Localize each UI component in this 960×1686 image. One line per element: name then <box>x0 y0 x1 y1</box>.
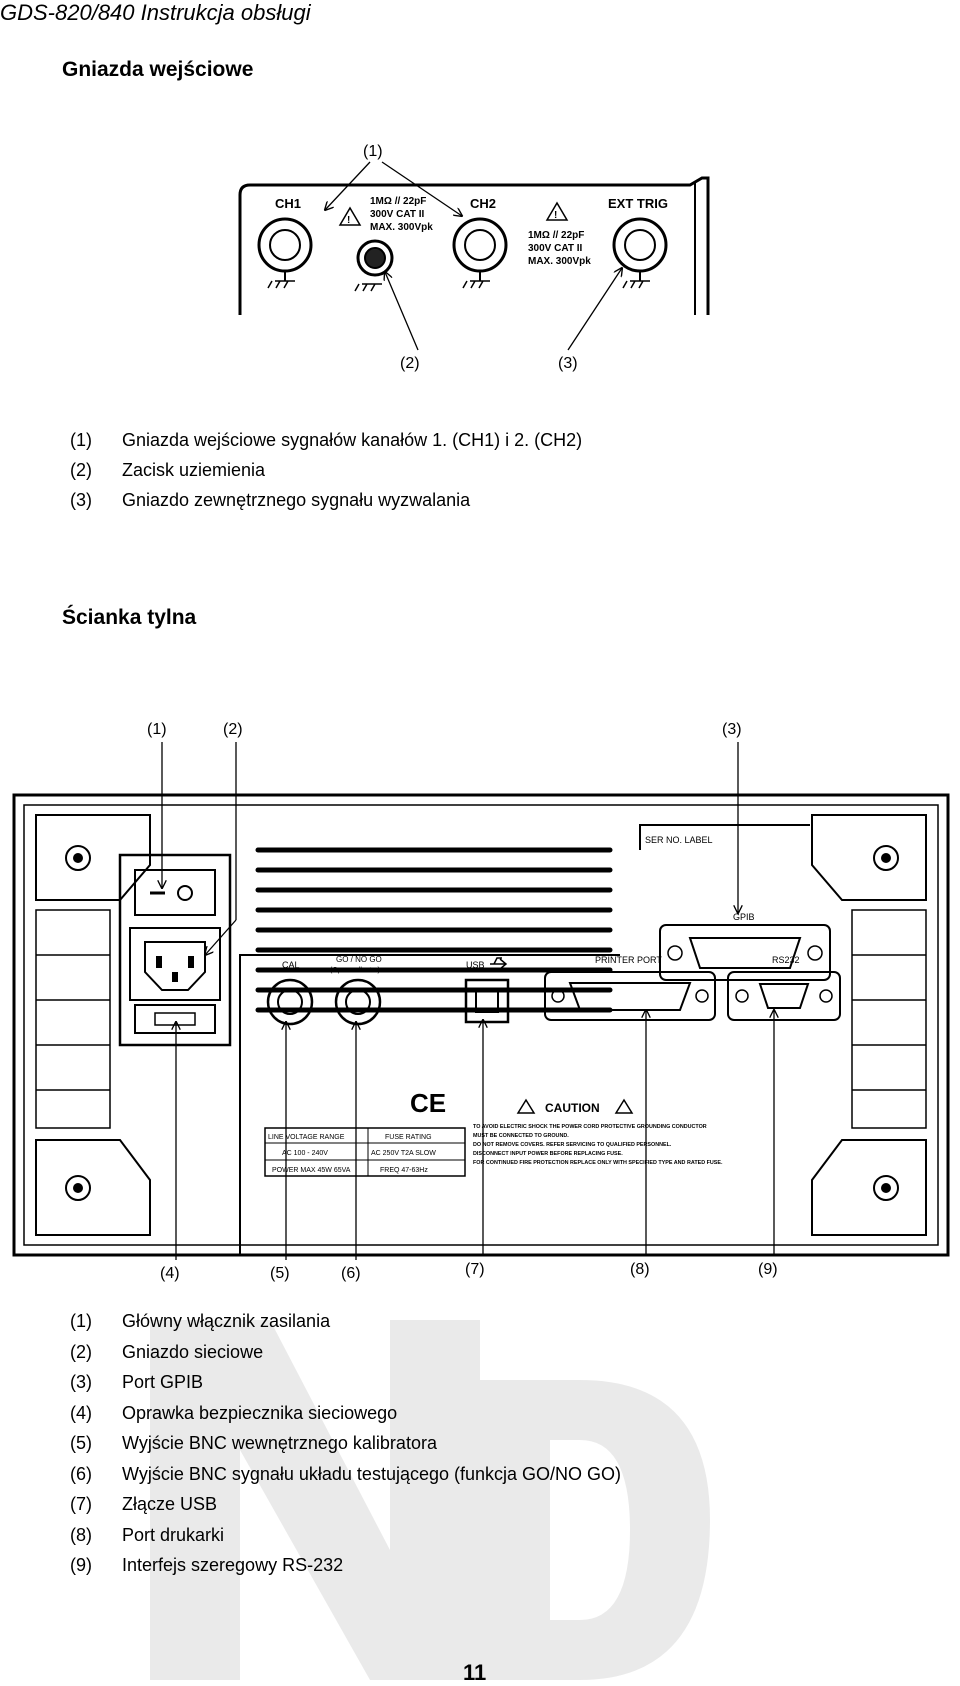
list-item: (2)Zacisk uziemienia <box>70 460 266 480</box>
page-number: 11 <box>463 1660 487 1685</box>
spec1-line1: 1MΩ // 22pF <box>370 196 426 207</box>
list-item: (8)Port drukarki <box>70 1524 225 1545</box>
foot-bottom-right-icon <box>811 1139 927 1236</box>
caution-label: CAUTION <box>545 1101 600 1115</box>
power-switch-icon <box>118 853 232 1047</box>
callout-top-1: (1) <box>147 721 167 738</box>
svg-text:LINE VOLTAGE RANGE: LINE VOLTAGE RANGE <box>268 1134 345 1141</box>
spec1-line3: MAX. 300Vpk <box>370 222 433 233</box>
callout-bottom-5: (5) <box>270 1265 290 1282</box>
label-ch1: CH1 <box>275 196 301 211</box>
callout-top-2: (2) <box>223 721 243 738</box>
warning-icon: ! <box>545 201 569 221</box>
svg-text:POWER MAX 45W 65VA: POWER MAX 45W 65VA <box>272 1167 351 1174</box>
spec1-line2: 300V CAT II <box>370 209 424 220</box>
page-header: GDS-820/840 Instrukcja obsługi <box>0 0 311 25</box>
rating-table: LINE VOLTAGE RANGE FUSE RATING AC 100 - … <box>264 1127 466 1177</box>
input-panel-figure: CH1 CH2 EXT TRIG 1MΩ // 22pF 300V CAT II… <box>238 143 710 372</box>
list-item: (1)Gniazda wejściowe sygnałów kanałów 1.… <box>70 430 583 450</box>
bnc-cal-icon <box>266 978 314 1026</box>
list-item: (6)Wyjście BNC sygnału układu testująceg… <box>70 1463 622 1484</box>
bnc-gonogo-icon <box>334 978 382 1026</box>
list-item: (9)Interfejs szeregowy RS-232 <box>70 1555 344 1575</box>
foot-top-left-icon <box>35 814 151 901</box>
cal-label: CAL <box>282 960 300 970</box>
list-item: (4)Oprawka bezpiecznika sieciowego <box>70 1402 398 1423</box>
callout-bottom-7: (7) <box>465 1261 485 1278</box>
svg-text:AC 100 - 240V: AC 100 - 240V <box>282 1150 328 1157</box>
list-item: (3)Port GPIB <box>70 1372 204 1392</box>
spec2-line2: 300V CAT II <box>528 243 582 254</box>
bnc-ch1-icon <box>257 217 313 289</box>
label-ext-trig: EXT TRIG <box>608 196 668 211</box>
svg-text:FUSE RATING: FUSE RATING <box>385 1134 432 1141</box>
svg-text:MUST BE CONNECTED TO GROUND.: MUST BE CONNECTED TO GROUND. <box>473 1133 569 1139</box>
svg-text:FOR CONTINUED FIRE PROTECTION: FOR CONTINUED FIRE PROTECTION REPLACE ON… <box>473 1160 723 1166</box>
callout-top-3: (3) <box>722 721 742 738</box>
rs232-port-icon <box>727 971 841 1021</box>
ser-no-label: SER NO. LABEL <box>645 835 713 845</box>
foot-bottom-left-icon <box>35 1139 151 1236</box>
fuse-holder-icon <box>134 1004 216 1034</box>
svg-text:!: ! <box>347 215 350 226</box>
section-heading-inputs: Gniazda wejściowe <box>62 58 254 81</box>
rear-panel-legend: (1)Główny włącznik zasilania (2)Gniazdo … <box>70 1311 621 1586</box>
callout-3: (3) <box>558 355 578 372</box>
usb-label: USB <box>466 960 485 970</box>
gonogo-label: GO / NO GO <box>336 955 382 964</box>
list-item: (1)Główny włącznik zasilania <box>70 1311 331 1331</box>
foot-top-right-icon <box>811 814 927 901</box>
warning-text: TO AVOID ELECTRIC SHOCK THE POWER CORD P… <box>473 1124 723 1166</box>
label-ch2: CH2 <box>470 196 496 211</box>
callout-1: (1) <box>363 143 383 160</box>
list-item: (7)Złącze USB <box>70 1494 218 1514</box>
warning-icon <box>614 1098 634 1114</box>
rs232-label: RS232 <box>772 955 800 965</box>
ventilation-grille-icon <box>255 847 613 1013</box>
usb-port-icon <box>464 978 510 1024</box>
gpib-label: GPIB <box>733 912 755 922</box>
spec2-line1: 1MΩ // 22pF <box>528 230 584 241</box>
bnc-ch2-icon <box>452 217 508 289</box>
power-inlet-icon <box>129 927 221 1001</box>
spec2-line3: MAX. 300Vpk <box>528 256 591 267</box>
svg-text:DO NOT REMOVE COVERS. REFER SE: DO NOT REMOVE COVERS. REFER SERVICING TO… <box>473 1142 672 1148</box>
warning-icon: ! <box>338 206 362 226</box>
bnc-ext-trig-icon <box>612 217 668 289</box>
section-heading-rear-panel: Ścianka tylna <box>62 606 197 629</box>
list-item: (3)Gniazdo zewnętrznego sygnału wyzwalan… <box>70 490 471 510</box>
warning-icon <box>516 1098 536 1114</box>
watermark-logo <box>150 1320 710 1680</box>
printer-port-label: PRINTER PORT <box>595 955 662 965</box>
ce-mark: CE <box>410 1088 446 1118</box>
ground-terminal-icon <box>354 239 394 292</box>
gpib-port-icon <box>659 924 831 981</box>
rear-panel-figure: SER NO. LABEL GPIB CAL GO / NO GO (Open … <box>12 721 950 1282</box>
usb-symbol-icon <box>490 957 508 970</box>
callout-2: (2) <box>400 355 420 372</box>
svg-text:TO AVOID ELECTRIC SHOCK THE PO: TO AVOID ELECTRIC SHOCK THE POWER CORD P… <box>473 1124 707 1130</box>
svg-text:!: ! <box>554 210 557 221</box>
printer-port-icon <box>544 971 716 1021</box>
callout-bottom-9: (9) <box>758 1261 778 1278</box>
svg-text:FREQ 47-63Hz: FREQ 47-63Hz <box>380 1167 428 1174</box>
list-item: (2)Gniazdo sieciowe <box>70 1341 264 1362</box>
list-item: (5)Wyjście BNC wewnętrznego kalibratora <box>70 1433 437 1453</box>
callout-bottom-4: (4) <box>160 1265 180 1282</box>
svg-text:DISCONNECT INPUT POWER BEFORE: DISCONNECT INPUT POWER BEFORE REPLACING … <box>473 1151 623 1157</box>
gonogo-sub-label: (Open collector) <box>330 967 380 974</box>
svg-text:AC 250V T2A SLOW: AC 250V T2A SLOW <box>371 1150 436 1157</box>
input-legend: (1)Gniazda wejściowe sygnałów kanałów 1.… <box>70 430 582 520</box>
callout-bottom-6: (6) <box>341 1265 361 1282</box>
callout-bottom-8: (8) <box>630 1261 650 1278</box>
